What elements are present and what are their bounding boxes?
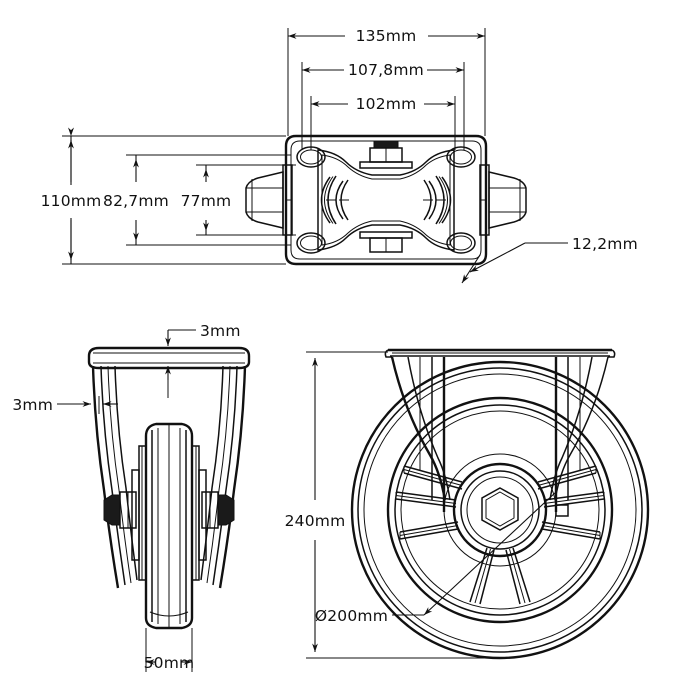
front-view-geometry — [87, 346, 251, 630]
center-top-bolt — [359, 140, 413, 169]
plate-thickness-leader — [461, 242, 568, 284]
side-view-dimensions — [306, 351, 557, 659]
axle-bolt-right — [201, 491, 235, 529]
front-view-dimensions — [57, 329, 196, 672]
top-plate-geometry — [245, 134, 527, 266]
top-view-vertical-dimensions — [62, 127, 296, 265]
side-view-geometry — [350, 348, 650, 660]
center-bottom-bolt — [359, 231, 413, 253]
top-view-dimensions — [287, 28, 486, 150]
left-curved-slots — [320, 175, 349, 225]
right-axle-boss — [479, 164, 527, 236]
axle-bolt-left — [103, 491, 137, 529]
bolt-hole-top-right — [446, 146, 476, 168]
wheel-spokes — [395, 465, 605, 605]
right-curved-slots — [423, 175, 452, 225]
bolt-hole-bottom-right — [446, 232, 476, 254]
hub-hex-nut — [481, 487, 519, 531]
bolt-hole-bottom-left — [296, 232, 326, 254]
